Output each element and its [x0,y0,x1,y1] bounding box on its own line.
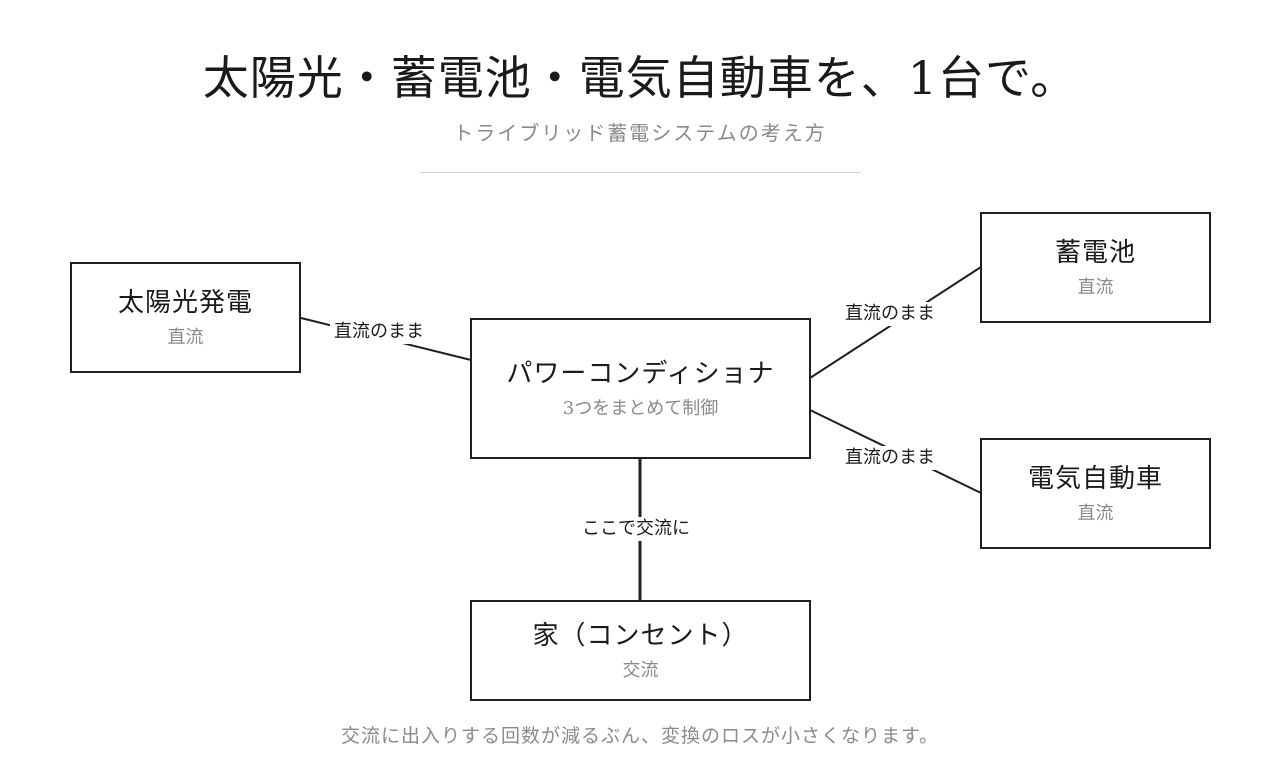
node-solar-title: 太陽光発電 [117,287,253,318]
node-solar: 太陽光発電 直流 [70,262,301,373]
node-home-title: 家（コンセント） [532,620,749,651]
page-title: 太陽光・蓄電池・電気自動車を、1台で。 [202,51,1078,105]
node-solar-sub: 直流 [167,326,204,348]
node-conditioner: パワーコンディショナ 3つをまとめて制御 [470,318,811,459]
node-battery: 蓄電池 直流 [980,212,1211,323]
edge-label-conditioner-ev: 直流のまま [841,446,939,470]
footer-note: 交流に出入りする回数が減るぶん、変換のロスが小さくなります。 [340,725,940,747]
edge-label-conditioner-battery: 直流のまま [841,302,939,326]
node-battery-sub: 直流 [1077,276,1114,298]
node-battery-title: 蓄電池 [1054,237,1136,268]
edge-label-solar-conditioner: 直流のまま [330,320,428,344]
node-conditioner-sub: 3つをまとめて制御 [562,397,719,419]
node-ev-title: 電気自動車 [1027,463,1163,494]
node-home: 家（コンセント） 交流 [470,600,811,701]
node-ev: 電気自動車 直流 [980,438,1211,549]
node-conditioner-title: パワーコンディショナ [506,358,775,389]
title-divider [420,172,861,173]
page-subtitle: トライブリッド蓄電システムの考え方 [453,121,827,145]
edge-label-conditioner-home: ここで交流に [578,517,694,541]
node-ev-sub: 直流 [1077,502,1114,524]
node-home-sub: 交流 [622,659,659,681]
